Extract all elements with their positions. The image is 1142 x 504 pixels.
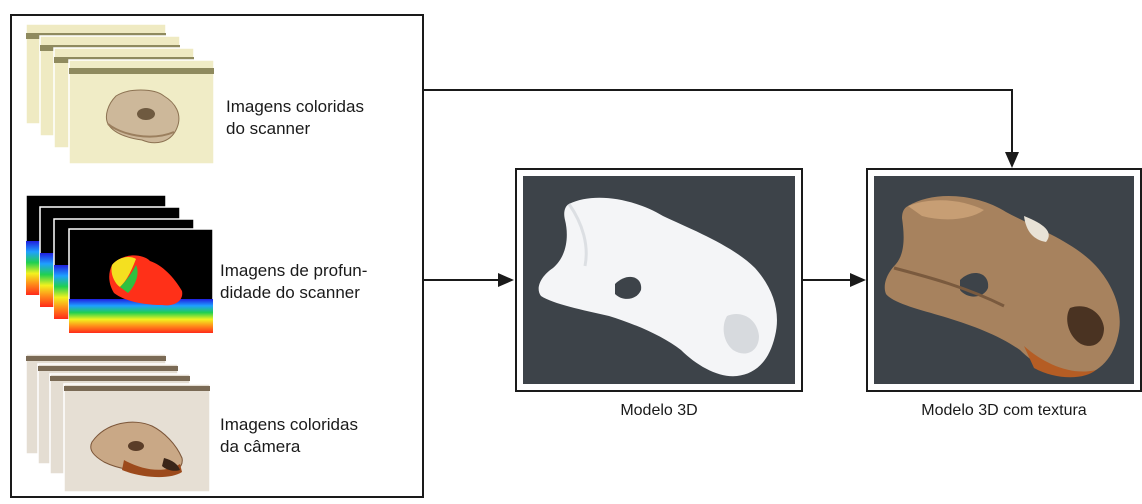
model-3d-textured-frame	[866, 168, 1142, 392]
white-skull-mesh-icon	[523, 176, 795, 384]
arrowhead-input-to-model	[498, 273, 514, 287]
model-3d-frame	[515, 168, 803, 392]
arrowhead-scanner-colors-to-textured	[1005, 152, 1019, 168]
arrow-scanner-colors-to-textured	[424, 90, 1012, 154]
model-3d-textured-viewport	[874, 176, 1134, 384]
model-3d-label: Modelo 3D	[515, 402, 803, 420]
textured-skull-icon	[874, 176, 1134, 384]
model-3d-textured-label: Modelo 3D com textura	[866, 402, 1142, 420]
arrowhead-model-to-textured	[850, 273, 866, 287]
model-3d-viewport	[523, 176, 795, 384]
